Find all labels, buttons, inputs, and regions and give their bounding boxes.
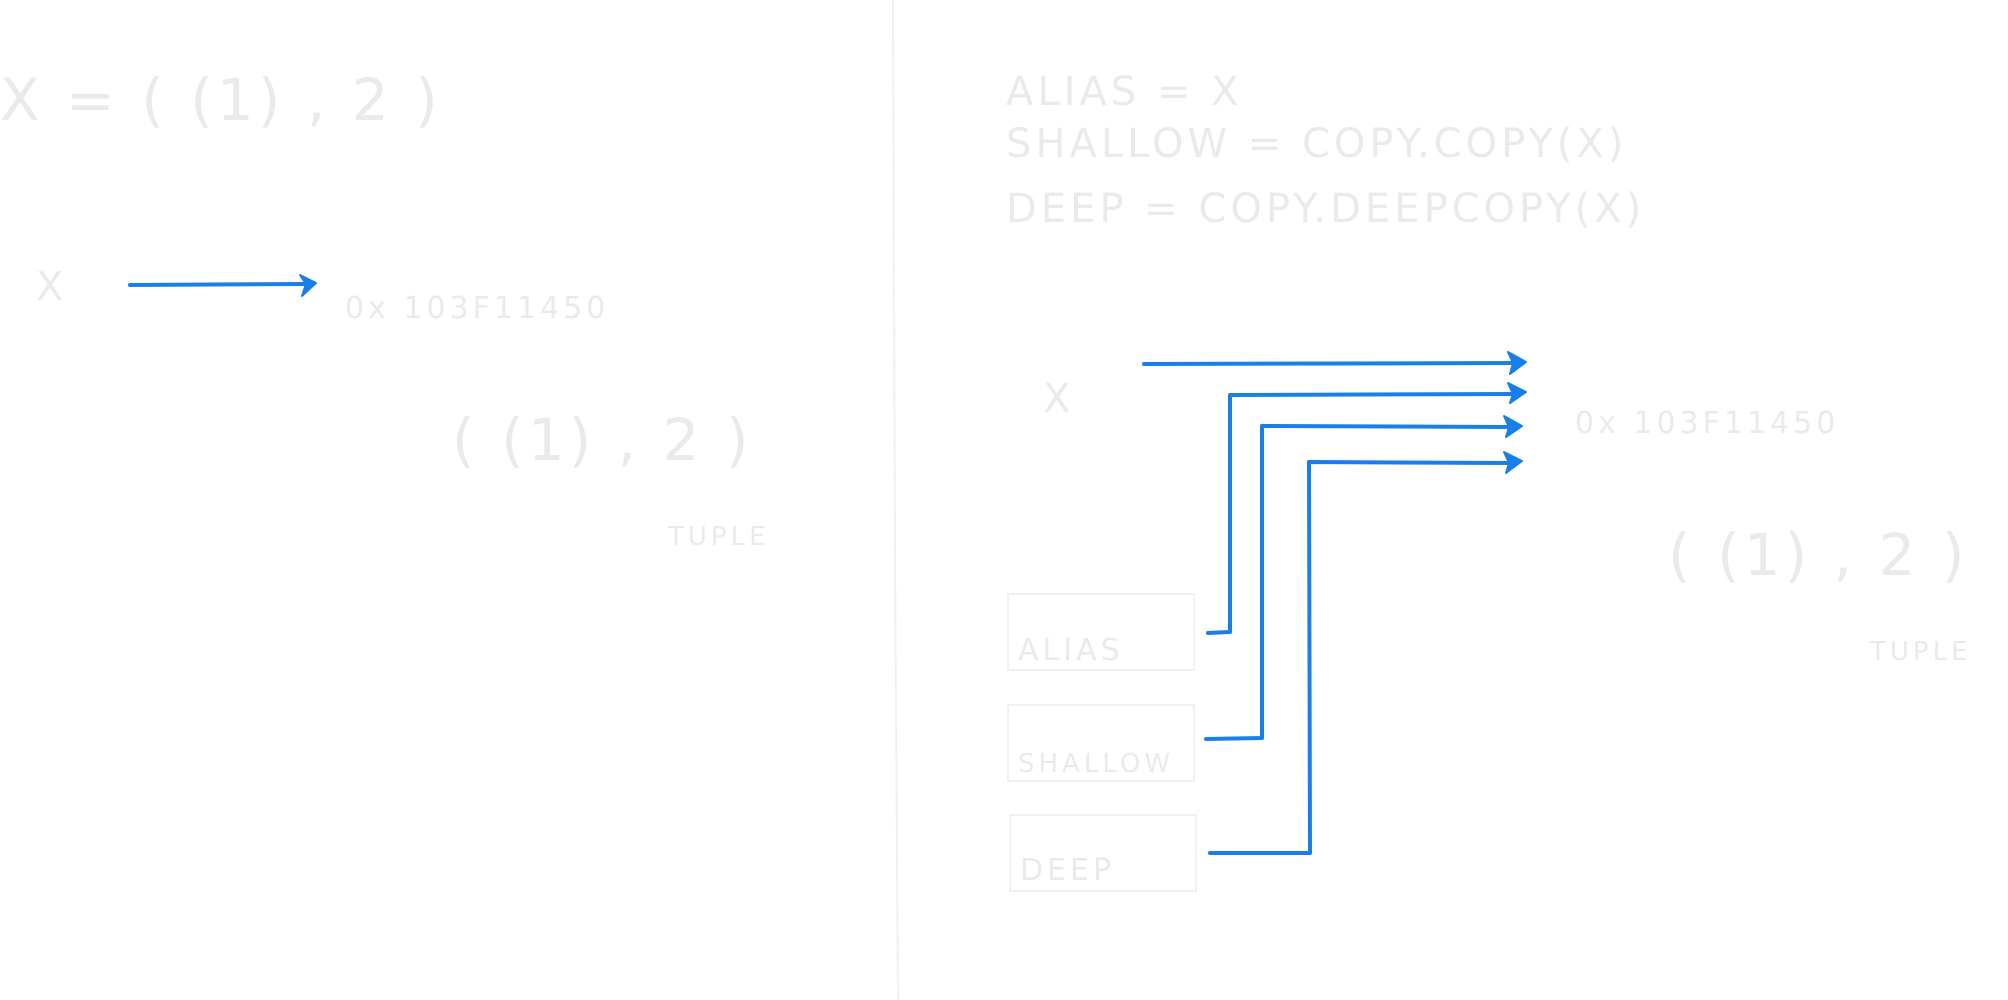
left-panel: X = ( (1) , 2 ) X 0x 103F11450 ( (1) , 2… [0,66,770,552]
alias-box: ALIAS [1007,593,1195,671]
shallow-reference-arrow [1204,415,1523,741]
left-assignment-text: X = ( (1) , 2 ) [0,66,442,134]
alias-reference-arrow [1206,382,1527,635]
shallow-box-label: SHALLOW [1018,749,1174,779]
shallow-box: SHALLOW [1007,704,1195,782]
deep-box-label: DEEP [1020,853,1115,888]
left-tuple-value: ( (1) , 2 ) [452,406,753,474]
left-type-label: TUPLE [667,522,770,552]
code-line-alias: ALIAS = X [1006,69,1243,115]
right-panel: ALIAS = X SHALLOW = COPY.COPY(X) DEEP = … [1006,69,1972,892]
left-address-text: 0x 103F11450 [345,291,609,326]
right-address-text: 0x 103F11450 [1575,406,1839,441]
alias-box-label: ALIAS [1018,633,1124,668]
panel-divider [892,0,899,1000]
code-line-shallow: SHALLOW = COPY.COPY(X) [1006,121,1627,167]
x-reference-arrow [1142,351,1527,375]
right-variable-label: X [1043,376,1074,422]
right-type-label: TUPLE [1869,637,1972,667]
right-tuple-value: ( (1) , 2 ) [1668,521,1969,589]
code-line-deep: DEEP = COPY.DEEPCOPY(X) [1006,186,1645,232]
left-reference-arrow [128,274,317,297]
deep-reference-arrow [1208,451,1523,855]
deep-box: DEEP [1009,814,1197,892]
left-variable-label: X [36,264,67,310]
